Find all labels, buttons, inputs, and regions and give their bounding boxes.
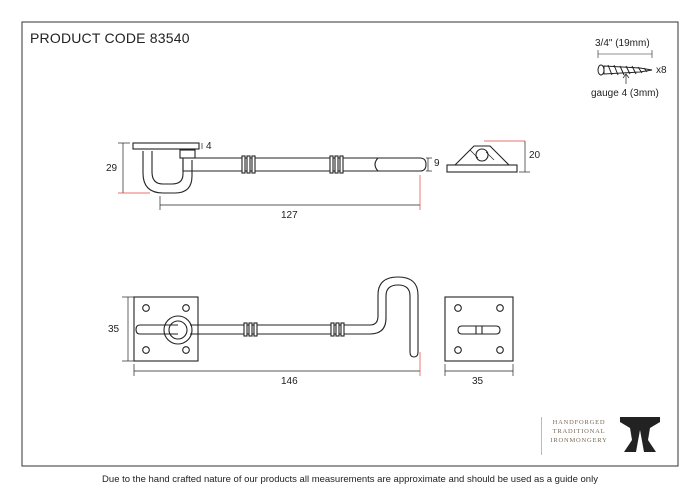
dim-bar-diameter: 9 [434, 158, 440, 169]
dim-front-height: 35 [108, 324, 120, 335]
dim-side-height: 29 [106, 163, 118, 174]
brand-divider [541, 417, 542, 455]
screw-gauge-label: gauge 4 (3mm) [591, 88, 659, 99]
dim-eye-width: 35 [472, 376, 484, 387]
side-view-hook [132, 142, 427, 194]
brand-line-1: HANDFORGED [552, 419, 606, 426]
brand-text: HANDFORGED TRADITIONAL IRONMONGERY [543, 418, 615, 445]
brand-line-2: TRADITIONAL [552, 428, 606, 435]
eye-plate-dimension [484, 140, 530, 173]
dim-front-length: 146 [281, 376, 298, 387]
front-view-hook [133, 276, 419, 362]
eye-plate-front-view [444, 296, 514, 362]
dim-plate-thickness: 4 [206, 141, 212, 152]
dim-side-length: 127 [281, 210, 298, 221]
screw-quantity-label: x8 [656, 65, 667, 76]
dim-eye-plate-height: 20 [529, 150, 541, 161]
brand-line-3: IRONMONGERY [550, 437, 608, 444]
anvil-logo [620, 417, 660, 452]
screw-length-label: 3/4" (19mm) [595, 38, 650, 49]
front-dimension-lines [122, 296, 421, 376]
disclaimer-footer: Due to the hand crafted nature of our pr… [102, 474, 598, 485]
product-code: PRODUCT CODE 83540 [30, 30, 190, 46]
sheet-border [21, 21, 679, 467]
eye-plate-side-view [446, 145, 518, 173]
screw-icon [597, 50, 653, 84]
side-dimension-lines [118, 142, 432, 210]
eye-plate-front-dimension [444, 364, 514, 376]
